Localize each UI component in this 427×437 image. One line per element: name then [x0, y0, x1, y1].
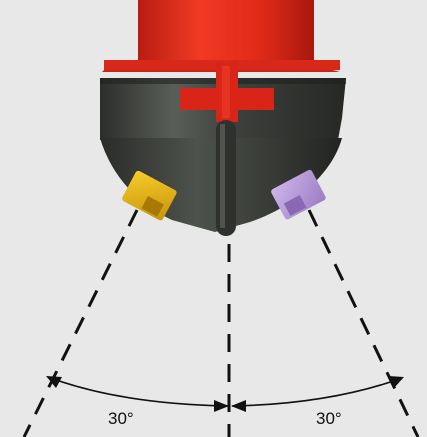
angle-arcs — [47, 376, 403, 407]
left-spray-line — [22, 209, 139, 437]
right-arc-arrow-inner — [231, 400, 246, 412]
left-arc-arrow-outer — [46, 376, 62, 388]
red-tab — [180, 62, 274, 122]
right-nozzle-lavender — [271, 169, 326, 220]
right-arc-arrow-outer — [388, 376, 404, 388]
right-spray-line — [307, 209, 420, 437]
right-angle-label: 30° — [316, 409, 342, 428]
right-angle-arc — [231, 377, 403, 407]
left-arc-arrow-inner — [214, 400, 229, 412]
spray-lines — [22, 209, 420, 437]
left-angle-arc — [47, 376, 229, 407]
arrowheads — [46, 376, 404, 412]
red-cylinder — [102, 0, 340, 72]
center-stem — [216, 120, 236, 236]
left-nozzle-yellow — [122, 170, 177, 221]
left-angle-label: 30° — [108, 409, 134, 428]
